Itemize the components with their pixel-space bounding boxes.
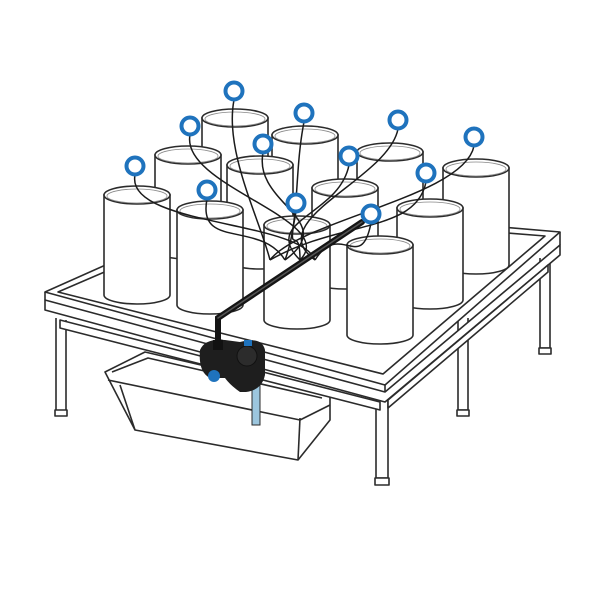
drip-ring — [463, 126, 485, 148]
drip-tube — [134, 174, 316, 261]
drip-ring — [387, 109, 409, 131]
feed-pipe — [215, 219, 365, 348]
drip-ring — [415, 162, 437, 184]
water-pump — [199, 339, 265, 426]
drip-ring — [196, 179, 218, 201]
drip-tube — [269, 145, 475, 261]
drip-tube — [189, 134, 308, 261]
grow-pot — [346, 235, 414, 345]
drip-ring — [285, 192, 307, 214]
reservoir-tub — [104, 351, 331, 461]
drip-ring — [293, 102, 315, 124]
drip-ring — [338, 145, 360, 167]
drip-tube — [231, 99, 271, 261]
drip-ring — [223, 80, 245, 102]
grow-pot — [103, 185, 171, 305]
drip-ring — [252, 133, 274, 155]
drip-tube — [291, 211, 301, 261]
drip-ring — [124, 155, 146, 177]
drip-ring — [360, 203, 382, 225]
drip-tubes — [134, 99, 475, 261]
grow-pot — [263, 215, 331, 330]
drip-tube — [205, 198, 286, 261]
drip-tube — [288, 164, 350, 261]
drip-rings — [124, 80, 485, 225]
grow-pots — [103, 108, 510, 345]
drip-ring — [179, 115, 201, 137]
grow-pot — [176, 200, 244, 315]
